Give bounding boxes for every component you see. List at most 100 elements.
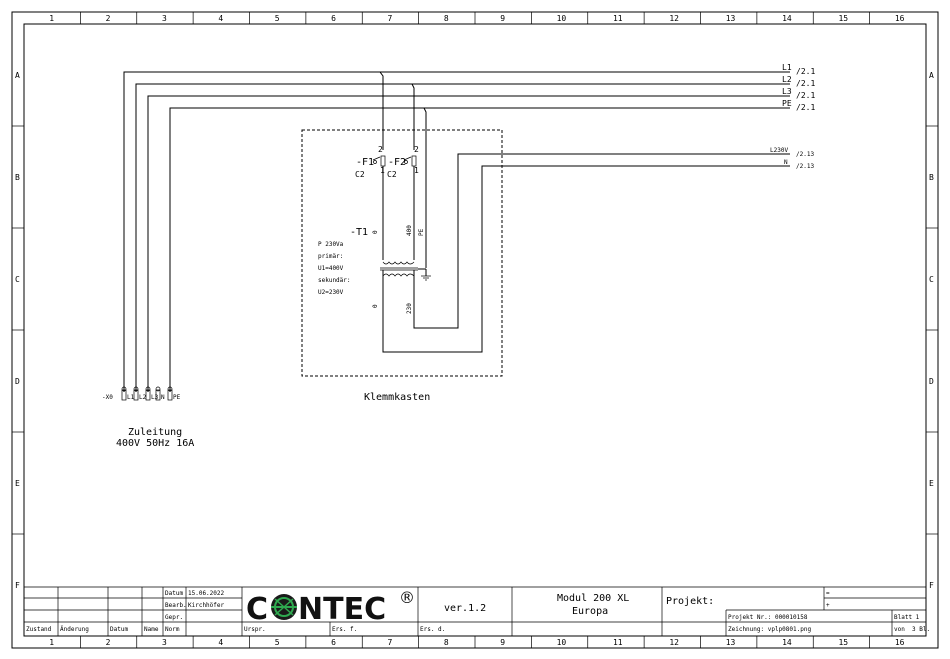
tb-datum-label: Datum: [165, 590, 183, 597]
bus-ref-l2: /2.1: [796, 79, 815, 88]
column-label-bottom: 7: [387, 638, 392, 647]
drop-pe: [423, 107, 427, 268]
svg-text:-F1: -F1: [356, 157, 374, 168]
row-label-right: B: [929, 173, 934, 182]
bus-ref-l3: /2.1: [796, 91, 815, 100]
row-label-left: E: [15, 479, 20, 488]
contec-logo: C NTEC ®: [246, 588, 415, 627]
column-label-top: 14: [782, 14, 792, 23]
title-block: Datum 15.06.2022 Bearb. Kirchhöfer Gepr.…: [24, 586, 930, 636]
terminal-label: PE: [173, 394, 181, 401]
bus-labels: L1 /2.1 L2 /2.1 L3 /2.1 PE /2.1 L230V /2…: [770, 63, 815, 170]
svg-text:NTEC: NTEC: [298, 592, 386, 627]
supply-line1: Zuleitung: [128, 427, 182, 438]
bus-label-l3: L3: [782, 87, 792, 96]
tb-module-line1: Modul 200 XL: [557, 593, 629, 604]
column-label-top: 13: [726, 14, 736, 23]
fuse-f1: 2 -F1 C2 1: [355, 145, 386, 179]
bus-ref-l230v: /2.13: [796, 151, 814, 158]
bus-label-l1: L1: [782, 63, 792, 72]
svg-text:P 230Va: P 230Va: [318, 241, 344, 248]
bus-l1: [123, 71, 790, 392]
tb-name-col: Name: [144, 626, 159, 633]
secondary-coil: [382, 273, 415, 277]
drop-f2: [411, 83, 415, 150]
column-label-top: 4: [218, 14, 223, 23]
column-label-bottom: 9: [500, 638, 505, 647]
inner-frame: [23, 23, 927, 637]
svg-text:2: 2: [378, 145, 383, 154]
tb-module-line2: Europa: [572, 606, 608, 617]
tb-plus: +: [826, 602, 830, 609]
supply-line2: 400V 50Hz 16A: [116, 438, 194, 449]
bus-label-l230v: L230V: [770, 147, 788, 154]
svg-text:0: 0: [372, 304, 379, 308]
bus-lines: [123, 71, 790, 392]
svg-text:C2: C2: [387, 170, 397, 179]
tb-norm-label: Norm: [165, 626, 180, 633]
transformer-t1: -T1 P 230Va primär: U1=400V sekundär: U2…: [318, 225, 431, 352]
bus-label-n: N: [784, 159, 788, 166]
svg-text:0: 0: [372, 230, 379, 234]
column-label-bottom: 6: [331, 638, 336, 647]
tb-von-value: 3 Bl.: [912, 626, 930, 633]
column-label-top: 3: [162, 14, 167, 23]
svg-text:U1=400V: U1=400V: [318, 265, 344, 272]
line-n: [382, 165, 790, 353]
bus-pe: [169, 107, 790, 392]
column-label-top: 1: [49, 14, 54, 23]
svg-text:C: C: [246, 592, 268, 627]
row-label-left: B: [15, 173, 20, 182]
svg-text:sekundär:: sekundär:: [318, 277, 351, 284]
column-label-bottom: 8: [444, 638, 449, 647]
column-label-bottom: 13: [726, 638, 736, 647]
svg-text:-F2: -F2: [388, 157, 406, 168]
bus-ref-l1: /2.1: [796, 67, 815, 76]
bus-ref-pe: /2.1: [796, 103, 815, 112]
svg-text:®: ®: [399, 588, 415, 607]
terminal-l3: L3: [145, 386, 159, 401]
column-label-bottom: 10: [557, 638, 567, 647]
line-l230v: [413, 153, 790, 329]
terminal-label: L2: [139, 394, 147, 401]
terminal-label: L3: [151, 394, 159, 401]
svg-text:C2: C2: [355, 170, 365, 179]
svg-text:-T1: -T1: [350, 227, 368, 238]
column-label-bottom: 14: [782, 638, 792, 647]
tb-aenderung: Änderung: [60, 626, 89, 633]
tb-projekt-nr: Projekt Nr.: 000010158: [728, 614, 808, 621]
primary-coil: [382, 261, 415, 265]
tb-version: ver.1.2: [444, 603, 486, 614]
row-label-right: C: [929, 275, 934, 284]
column-label-bottom: 5: [275, 638, 280, 647]
terminal-label: N: [161, 394, 165, 401]
svg-text:U2=230V: U2=230V: [318, 289, 344, 296]
column-label-top: 5: [275, 14, 280, 23]
column-label-bottom: 4: [218, 638, 223, 647]
column-label-bottom: 1: [49, 638, 54, 647]
svg-text:400: 400: [406, 225, 413, 236]
column-label-top: 15: [838, 14, 848, 23]
bus-label-pe: PE: [782, 99, 792, 108]
row-label-right: D: [929, 377, 934, 386]
svg-text:PE: PE: [418, 228, 425, 236]
column-label-top: 7: [387, 14, 392, 23]
column-label-bottom: 12: [669, 638, 679, 647]
terminal-l2: L2: [133, 386, 147, 401]
column-label-top: 6: [331, 14, 336, 23]
svg-text:2: 2: [414, 145, 419, 154]
tb-zustand: Zustand: [26, 626, 52, 633]
terminal-n: N: [155, 386, 165, 401]
terminal-label: L1: [127, 394, 135, 401]
column-label-bottom: 11: [613, 638, 623, 647]
row-label-left: F: [15, 581, 20, 590]
column-label-bottom: 15: [838, 638, 848, 647]
tb-von: von: [894, 626, 905, 633]
row-label-right: E: [929, 479, 934, 488]
